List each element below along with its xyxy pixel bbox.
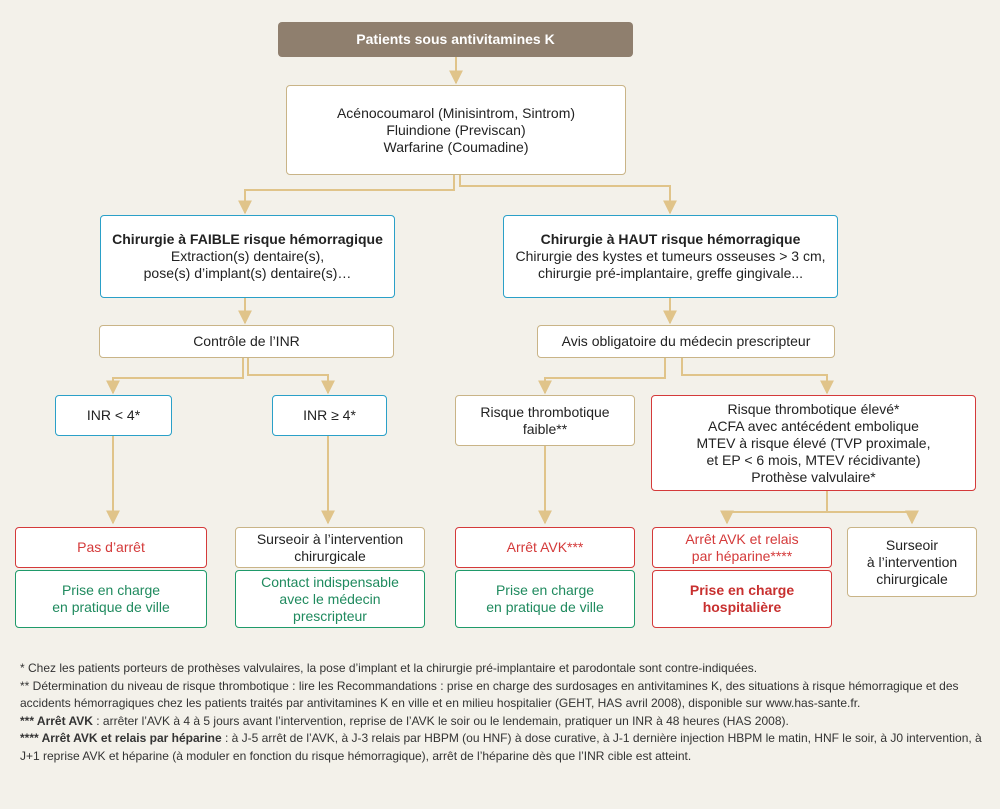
title-box: Patients sous antivitamines K — [278, 22, 633, 57]
prise-hosp-line2: hospitalière — [702, 599, 782, 615]
prise-hosp-box: Prise en charge hospitalière — [652, 570, 832, 628]
footnote-1: * Chez les patients porteurs de prothèse… — [20, 661, 758, 675]
avis-box: Avis obligatoire du médecin prescripteur — [537, 325, 835, 358]
drug-2: Fluindione (Previscan) — [386, 121, 526, 138]
prise-ville-2-box: Prise en charge en pratique de ville — [455, 570, 635, 628]
drug-3: Warfarine (Coumadine) — [383, 138, 529, 155]
inr-high-box: INR ≥ 4* — [272, 395, 387, 436]
thrombo-high-box: Risque thrombotique élevé* ACFA avec ant… — [651, 395, 976, 491]
footnote-3-text: : arrêter l’AVK à 4 à 5 jours avant l’in… — [92, 713, 789, 728]
drug-1: Acénocoumarol (Minisintrom, Sintrom) — [336, 104, 576, 121]
thrombo-high-line3: MTEV à risque élevé (TVP proximale, — [696, 434, 931, 451]
surseoir-left-box: Surseoir à l’intervention chirurgicale — [235, 527, 425, 568]
prise-hosp-line1: Prise en charge — [689, 582, 795, 598]
footnote-4-label: **** Arrêt AVK et relais par héparine — [20, 731, 222, 745]
prise-ville-2-line2: en pratique de ville — [486, 599, 604, 615]
prise-ville-2-line1: Prise en charge — [495, 582, 595, 598]
inr-high-text: INR ≥ 4* — [303, 407, 356, 423]
arret-avk-text: Arrêt AVK*** — [506, 539, 584, 555]
footnote-4-text: : à J-5 arrêt de l’AVK, à J-3 relais par… — [20, 731, 982, 763]
high-risk-box: Chirurgie à HAUT risque hémorragique Chi… — [503, 215, 838, 298]
drugs-box: Acénocoumarol (Minisintrom, Sintrom) Flu… — [286, 85, 626, 175]
inr-low-box: INR < 4* — [55, 395, 172, 436]
thrombo-high-line2: ACFA avec antécédent embolique — [708, 417, 919, 434]
surseoir-right-line3: chirurgicale — [876, 570, 948, 587]
low-risk-line1: Extraction(s) dentaire(s), — [170, 248, 325, 264]
high-risk-line1: Chirurgie des kystes et tumeurs osseuses… — [515, 248, 826, 264]
title-text: Patients sous antivitamines K — [356, 31, 555, 47]
thrombo-low-line2: faible** — [522, 420, 568, 437]
inr-control-text: Contrôle de l’INR — [193, 333, 300, 349]
avis-text: Avis obligatoire du médecin prescripteur — [561, 333, 811, 349]
contact-line1: Contact indispensable — [261, 573, 399, 590]
thrombo-high-line5: Prothèse valvulaire* — [751, 468, 876, 485]
low-risk-box: Chirurgie à FAIBLE risque hémorragique E… — [100, 215, 395, 298]
pas-arret-box: Pas d’arrêt — [15, 527, 207, 568]
contact-line2: avec le médecin — [279, 590, 381, 607]
footnote-3-label: *** Arrêt AVK — [20, 713, 93, 728]
thrombo-high-line4: et EP < 6 mois, MTEV récidivante) — [706, 451, 921, 468]
surseoir-left-line2: chirurgicale — [294, 547, 366, 564]
contact-line3: prescripteur — [293, 607, 367, 624]
footnote-3: *** Arrêt AVK : arrêter l’AVK à 4 à 5 jo… — [20, 713, 985, 731]
surseoir-left-line1: Surseoir à l’intervention — [256, 530, 404, 547]
high-risk-line2: chirurgie pré-implantaire, greffe gingiv… — [537, 265, 804, 281]
pas-arret-text: Pas d’arrêt — [77, 539, 145, 555]
prise-ville-1-box: Prise en charge en pratique de ville — [15, 570, 207, 628]
thrombo-low-line1: Risque thrombotique — [480, 403, 610, 420]
prise-ville-1-line1: Prise en charge — [61, 582, 161, 598]
footnote-4: **** Arrêt AVK et relais par héparine : … — [20, 730, 985, 765]
surseoir-right-box: Surseoir à l’intervention chirurgicale — [847, 527, 977, 597]
low-risk-heading: Chirurgie à FAIBLE risque hémorragique — [112, 231, 383, 247]
footnote-2: ** Détermination du niveau de risque thr… — [20, 678, 959, 711]
high-risk-heading: Chirurgie à HAUT risque hémorragique — [540, 231, 801, 247]
arret-relais-line1: Arrêt AVK et relais — [685, 530, 799, 547]
thrombo-high-line1: Risque thrombotique élevé* — [727, 400, 900, 417]
arret-relais-line2: par héparine**** — [691, 547, 793, 564]
footnotes: * Chez les patients porteurs de prothèse… — [20, 660, 985, 765]
arret-avk-box: Arrêt AVK*** — [455, 527, 635, 568]
prise-ville-1-line2: en pratique de ville — [52, 599, 170, 615]
inr-low-text: INR < 4* — [86, 407, 141, 423]
low-risk-line2: pose(s) d’implant(s) dentaire(s)… — [143, 265, 352, 281]
arret-relais-box: Arrêt AVK et relais par héparine**** — [652, 527, 832, 568]
inr-control-box: Contrôle de l’INR — [99, 325, 394, 358]
contact-box: Contact indispensable avec le médecin pr… — [235, 570, 425, 628]
thrombo-low-box: Risque thrombotique faible** — [455, 395, 635, 446]
surseoir-right-line1: Surseoir — [885, 536, 939, 553]
surseoir-right-line2: à l’intervention — [866, 553, 958, 570]
